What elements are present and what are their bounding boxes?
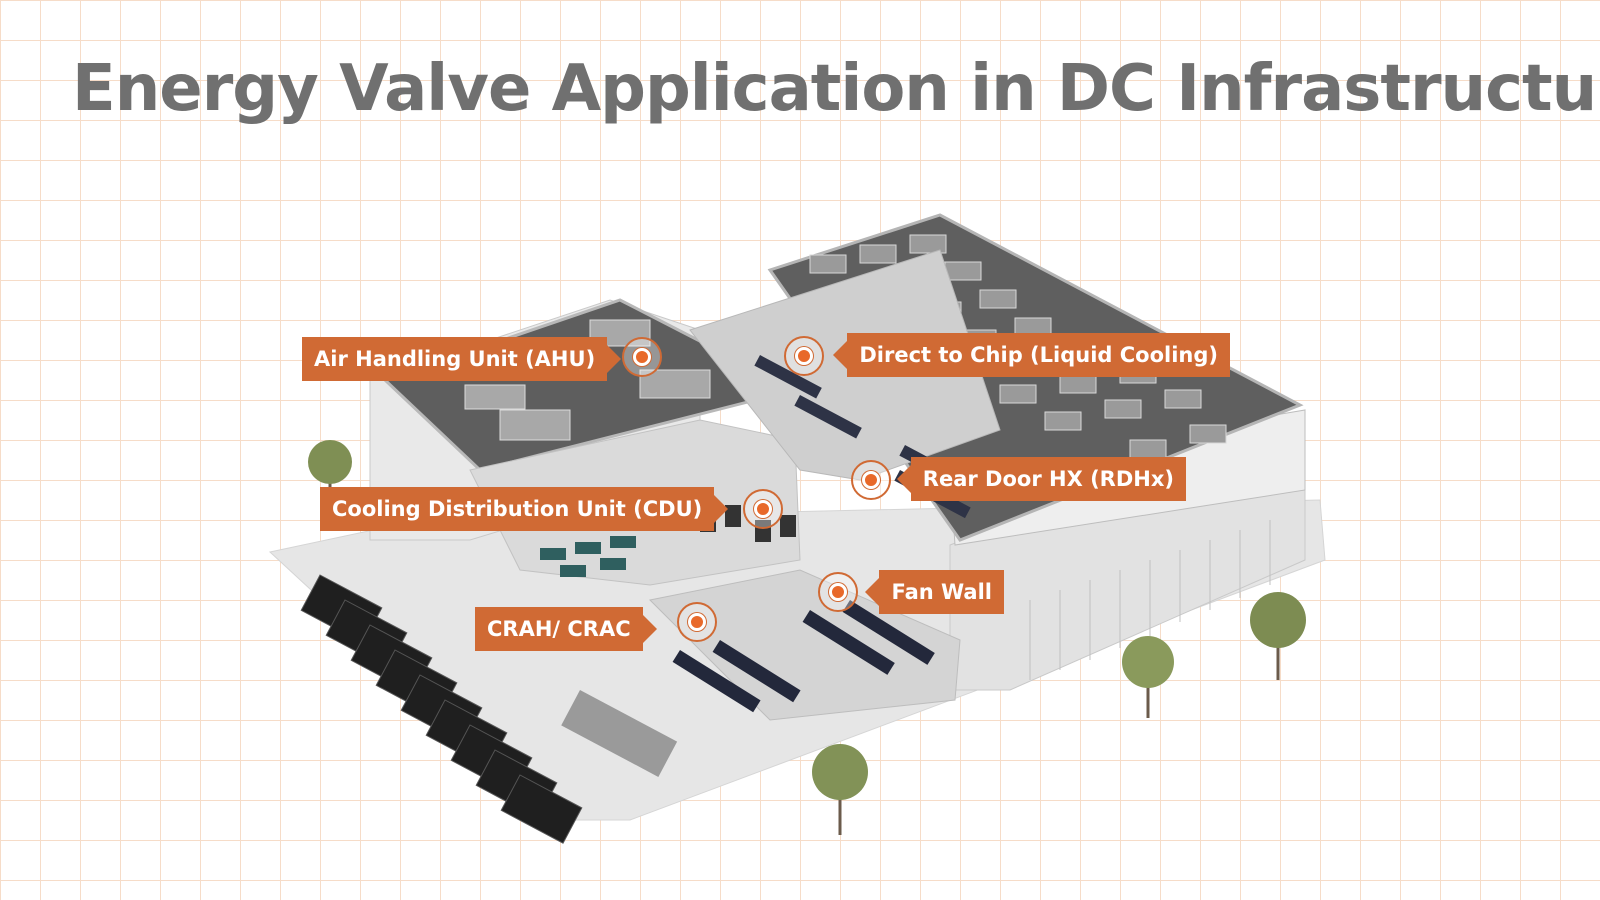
callout-cdu: Cooling Distribution Unit (CDU) xyxy=(320,487,729,531)
callout-label: Cooling Distribution Unit (CDU) xyxy=(320,487,729,531)
callout-fan-wall: Fan Wall xyxy=(865,570,1004,614)
callout-ahu: Air Handling Unit (AHU) xyxy=(302,337,622,381)
valve-marker-rdhx[interactable] xyxy=(851,460,891,500)
callout-crah-crac: CRAH/ CRAC xyxy=(475,607,657,651)
valve-marker-ahu[interactable] xyxy=(622,337,662,377)
page-title: Energy Valve Application in DC Infrastru… xyxy=(72,52,1600,126)
callout-label: CRAH/ CRAC xyxy=(475,607,657,651)
callout-rdhx: Rear Door HX (RDHx) xyxy=(896,457,1186,501)
callout-label: Rear Door HX (RDHx) xyxy=(896,457,1186,501)
valve-marker-cdu[interactable] xyxy=(743,489,783,529)
callout-label: Fan Wall xyxy=(865,570,1004,614)
callout-label: Air Handling Unit (AHU) xyxy=(302,337,622,381)
valve-marker-fan-wall[interactable] xyxy=(818,572,858,612)
valve-marker-direct-to-chip[interactable] xyxy=(784,336,824,376)
valve-marker-crah-crac[interactable] xyxy=(677,602,717,642)
callout-direct-to-chip: Direct to Chip (Liquid Cooling) xyxy=(833,333,1230,377)
callout-label: Direct to Chip (Liquid Cooling) xyxy=(833,333,1230,377)
